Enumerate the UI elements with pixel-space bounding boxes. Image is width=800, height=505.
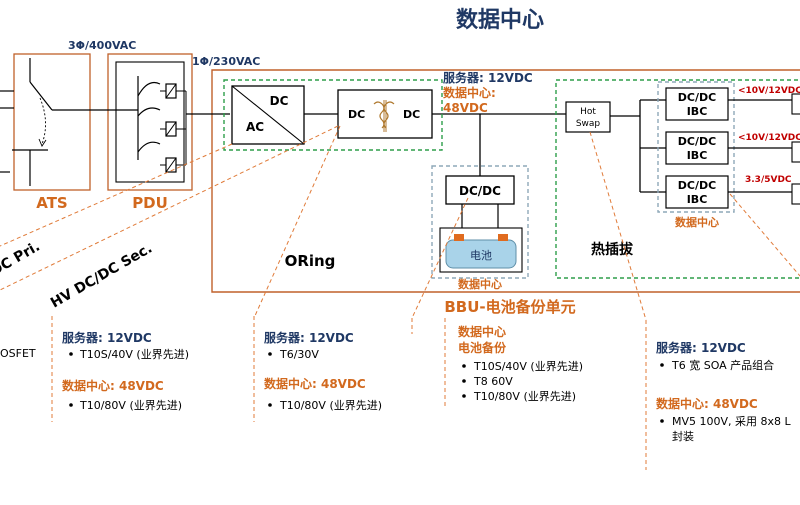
bbu-group xyxy=(431,165,529,279)
panel4-item-1: T10S/40V (业界先进) xyxy=(473,360,583,373)
dcdc-right-label: DC xyxy=(403,108,420,121)
panel5-item-1: T6 宽 SOA 产品组合 xyxy=(671,358,774,372)
psu-group xyxy=(223,79,443,151)
ibc3-ibc-label: IBC xyxy=(687,193,708,206)
panel5-heading-dc: 数据中心: 48VDC xyxy=(656,396,758,411)
panel1-tail-text: OSFET xyxy=(0,347,36,360)
hot-swap-label-hot: Hot xyxy=(580,107,596,117)
ibc2-output-voltage: <10V/12VDC xyxy=(738,133,800,143)
panel5-heading-server: 服务器: 12VDC xyxy=(656,340,746,355)
panel2-item-2: T10/80V (业界先进) xyxy=(79,399,182,412)
ac-dc-dc-label: DC xyxy=(270,94,289,108)
panel4-item-2: T8 60V xyxy=(473,375,513,388)
ats-label: ATS xyxy=(36,194,67,212)
bullet-icon xyxy=(69,352,73,356)
single-phase-label: 1Φ/230VAC xyxy=(192,55,260,68)
panel2-item-1: T10S/40V (业界先进) xyxy=(79,348,189,361)
hv-dcdc-secondary-label: HV DC/DC Sec. xyxy=(48,240,155,311)
ibc3-dcdc-label: DC/DC xyxy=(678,179,716,192)
panel-hv-dcdc-sec: 服务器: 12VDC T10S/40V (业界先进) 数据中心: 48VDC T… xyxy=(62,330,189,412)
bus-dc-center-label: 数据中心: xyxy=(443,85,496,100)
dcdc-left-label: DC xyxy=(348,108,365,121)
bbu-title: BBU-电池备份单元 xyxy=(444,298,575,316)
ibc-group xyxy=(657,81,735,213)
ibc-dc-center-label: 数据中心 xyxy=(675,215,719,229)
battery-label: 电池 xyxy=(470,249,492,262)
panel3-item-2: T10/80V (业界先进) xyxy=(279,399,382,412)
callout-lines xyxy=(0,125,800,470)
bullet-icon xyxy=(462,364,466,368)
bbu-dc-center-label: 数据中心 xyxy=(458,277,502,291)
panel5-item-2-cont: 封装 xyxy=(672,429,694,443)
panel-bbu: 数据中心 电池备份 T10S/40V (业界先进) T8 60V T10/80V… xyxy=(458,324,583,403)
bullet-icon xyxy=(462,394,466,398)
panel4-item-3: T10/80V (业界先进) xyxy=(473,390,576,403)
page-title: 数据中心 xyxy=(456,7,544,33)
panel5-item-2: MV5 100V, 采用 8x8 L xyxy=(672,415,792,428)
bullet-icon xyxy=(69,403,73,407)
ibc2-ibc-label: IBC xyxy=(687,149,708,162)
ibc1-output-voltage: <10V/12VDC xyxy=(738,86,800,96)
dc-primary-label: DC Pri. xyxy=(0,239,43,280)
ac-dc-ac-label: AC xyxy=(246,120,264,134)
three-phase-label: 3Φ/400VAC xyxy=(68,39,136,52)
panel2-heading-dc: 数据中心: 48VDC xyxy=(62,378,164,393)
ibc1-dcdc-label: DC/DC xyxy=(678,91,716,104)
battery-icon xyxy=(439,227,523,273)
bullet-icon xyxy=(268,352,272,356)
pdu-label: PDU xyxy=(132,194,168,212)
panel2-heading-server: 服务器: 12VDC xyxy=(62,330,152,345)
hot-swap-controller xyxy=(565,101,611,133)
bullet-icon xyxy=(660,419,664,423)
panel3-heading-server: 服务器: 12VDC xyxy=(264,330,354,345)
server-outline xyxy=(211,69,800,293)
bullet-icon xyxy=(268,403,272,407)
panel-hot-swap: 服务器: 12VDC T6 宽 SOA 产品组合 数据中心: 48VDC MV5… xyxy=(656,340,792,443)
bus-server-voltage: 服务器: 12VDC xyxy=(443,70,533,85)
ac-dc-converter xyxy=(231,85,305,145)
ats-block xyxy=(0,53,91,191)
panel-oring: 服务器: 12VDC T6/30V 数据中心: 48VDC T10/80V (业… xyxy=(264,330,382,412)
panel4-heading-1: 数据中心 xyxy=(458,324,506,339)
bullet-icon xyxy=(462,379,466,383)
oring-label: ORing xyxy=(285,252,336,270)
ibc-converter-1 xyxy=(665,87,729,121)
bus-dc-center-voltage: 48VDC xyxy=(443,101,488,115)
panel3-heading-dc: 数据中心: 48VDC xyxy=(264,376,366,391)
ibc3-output-voltage: 3.3/5VDC xyxy=(745,175,792,185)
panel3-item-1: T6/30V xyxy=(279,348,319,361)
bullet-icon xyxy=(660,363,664,367)
ibc1-ibc-label: IBC xyxy=(687,105,708,118)
dc-dc-isolated-converter xyxy=(337,89,433,139)
pdu-block xyxy=(90,53,193,191)
bbu-dcdc-label: DC/DC xyxy=(459,184,501,198)
hot-swap-label-swap: Swap xyxy=(576,119,601,129)
panel4-heading-2: 电池备份 xyxy=(458,340,507,355)
hot-plug-label: 热插拔 xyxy=(591,241,634,258)
bbu-dc-dc-converter xyxy=(445,175,515,205)
ibc2-dcdc-label: DC/DC xyxy=(678,135,716,148)
